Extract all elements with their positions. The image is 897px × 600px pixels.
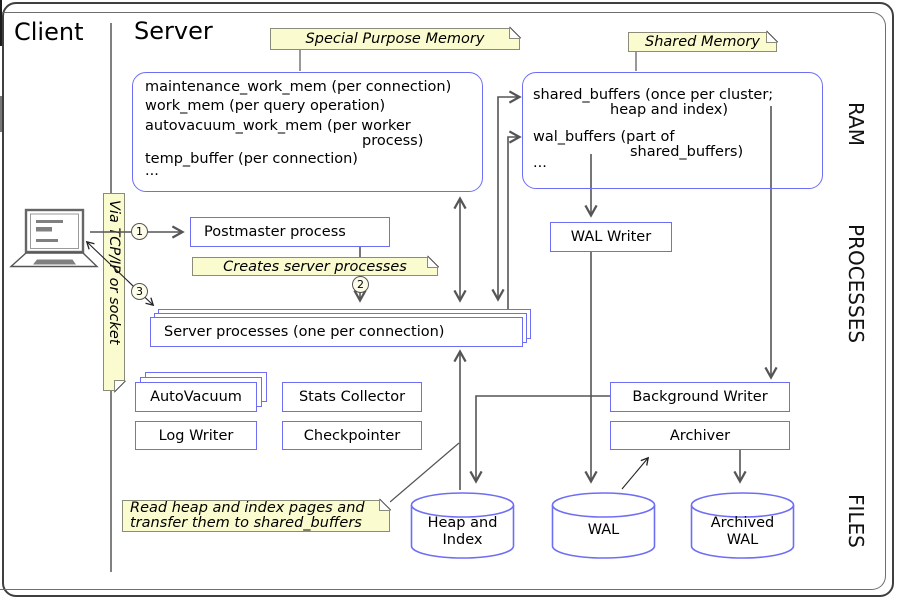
step-2-number: 2 xyxy=(357,278,364,291)
arrow-bgwriter-to-heapindex xyxy=(476,395,610,481)
note-fold-icon xyxy=(427,256,439,268)
shared-mem-line: ... xyxy=(533,155,547,171)
step-1-number: 1 xyxy=(136,225,143,238)
archiver-box: Archiver xyxy=(610,421,790,450)
server-heading: Server xyxy=(134,17,213,45)
diagram-frame xyxy=(0,12,886,590)
archived-wal-cylinder-label: Archived WAL xyxy=(691,515,794,549)
special-purpose-memory-note-label: Special Purpose Memory xyxy=(305,31,485,47)
client-heading: Client xyxy=(14,18,84,46)
arrow-serverprocs-to-walbuffers xyxy=(507,137,519,309)
creates-server-processes-note: Creates server processes xyxy=(192,256,439,276)
read-heap-note-line1: Read heap and index pages and xyxy=(130,500,365,516)
arrow-wal-to-archiver xyxy=(621,458,648,490)
special-purpose-memory-box xyxy=(132,72,483,192)
arrow-serverprocs-sharedbuffers-bidir xyxy=(498,97,519,299)
note-fold-icon xyxy=(114,380,126,392)
connector-read-note xyxy=(389,442,460,503)
special-mem-line: process) xyxy=(362,133,424,149)
shared-mem-line: shared_buffers (once per cluster; xyxy=(533,87,774,103)
shared-memory-note-label: Shared Memory xyxy=(645,34,760,50)
archived-wal-line1: Archived xyxy=(710,515,775,531)
log-writer-box: Log Writer xyxy=(135,421,257,450)
log-writer-label: Log Writer xyxy=(158,427,234,444)
shared-memory-box xyxy=(522,72,823,189)
background-writer-box: Background Writer xyxy=(610,382,790,412)
checkpointer-label: Checkpointer xyxy=(303,427,401,444)
note-fold-icon xyxy=(379,499,391,511)
lane-label-processes: PROCESSES xyxy=(844,224,868,344)
lane-label-files: FILES xyxy=(844,494,868,548)
note-fold-icon xyxy=(509,27,521,39)
archiver-label: Archiver xyxy=(669,427,731,444)
creates-server-processes-note-label: Creates server processes xyxy=(223,258,407,275)
wal-writer-box: WAL Writer xyxy=(550,222,672,252)
stats-collector-box: Stats Collector xyxy=(282,382,422,412)
wal-cylinder xyxy=(551,492,656,559)
autovacuum-label: AutoVacuum xyxy=(150,389,242,405)
step-2-badge: 2 xyxy=(352,276,369,293)
autovacuum-box: AutoVacuum xyxy=(135,382,257,412)
read-heap-note: Read heap and index pages and transfer t… xyxy=(122,499,391,532)
special-mem-line: ... xyxy=(145,163,159,179)
laptop-icon xyxy=(9,208,99,268)
step-3-number: 3 xyxy=(136,285,143,298)
postmaster-process-label: Postmaster process xyxy=(204,224,346,240)
read-heap-note-line2: transfer them to shared_buffers xyxy=(130,515,362,531)
shared-mem-line: shared_buffers) xyxy=(630,144,744,160)
lane-label-ram: RAM xyxy=(844,101,868,147)
heap-index-cylinder-label: Heap and Index xyxy=(411,515,514,549)
note-fold-icon xyxy=(766,31,778,43)
wal-cylinder-label: WAL xyxy=(587,522,620,538)
left-edge-artifact xyxy=(0,96,2,132)
server-processes-box: Server processes (one per connection) xyxy=(150,317,523,347)
wal-writer-label: WAL Writer xyxy=(570,229,652,245)
archived-wal-line2: WAL xyxy=(726,532,759,548)
special-purpose-memory-note: Special Purpose Memory xyxy=(270,27,521,50)
special-mem-line: maintenance_work_mem (per connection) xyxy=(145,79,452,95)
special-mem-line: work_mem (per query operation) xyxy=(145,98,386,114)
special-mem-line: autovacuum_work_mem (per worker xyxy=(145,118,411,134)
shared-mem-line: heap and index) xyxy=(610,102,729,118)
heap-index-cylinder xyxy=(410,492,515,559)
left-edge-artifact xyxy=(0,0,2,46)
postmaster-process-box: Postmaster process xyxy=(190,217,390,247)
shared-memory-note: Shared Memory xyxy=(628,31,778,52)
shared-mem-line: wal_buffers (part of xyxy=(533,129,675,145)
special-mem-line: temp_buffer (per connection) xyxy=(145,151,358,167)
server-processes-label: Server processes (one per connection) xyxy=(164,324,445,340)
stats-collector-label: Stats Collector xyxy=(298,389,406,405)
archived-wal-cylinder xyxy=(690,492,795,559)
checkpointer-box: Checkpointer xyxy=(282,421,422,450)
background-writer-label: Background Writer xyxy=(632,389,768,405)
heap-index-line2: Index xyxy=(442,532,483,548)
step-3-badge: 3 xyxy=(131,283,148,300)
step-1-badge: 1 xyxy=(131,223,148,240)
heap-index-line1: Heap and xyxy=(427,515,498,531)
